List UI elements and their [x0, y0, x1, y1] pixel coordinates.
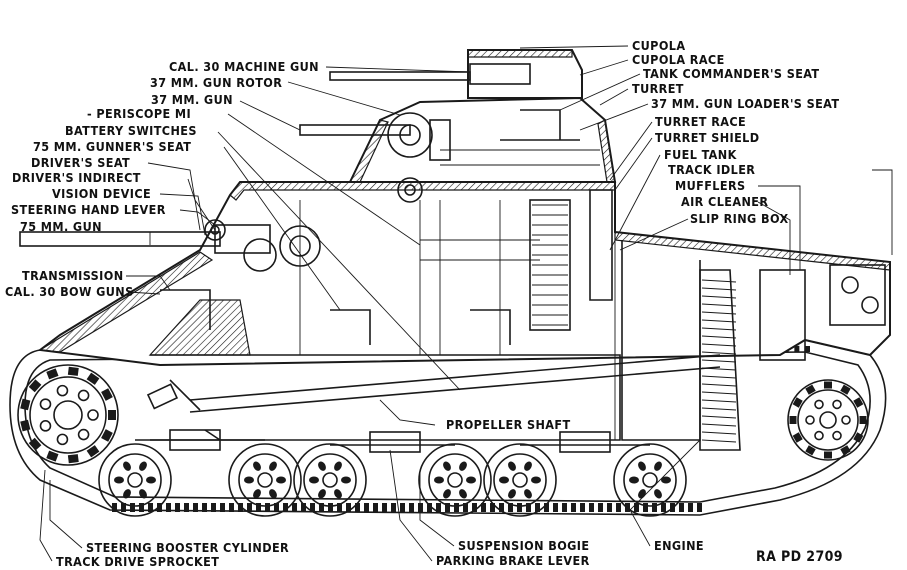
label-periscope: - PERISCOPE MI	[87, 106, 191, 121]
label-transmission: TRANSMISSION	[22, 268, 124, 283]
label-air-cleaner: AIR CLEANER	[681, 194, 768, 209]
label-steering-hand-lever: STEERING HAND LEVER	[11, 202, 166, 217]
label-cal30-bow-guns: CAL. 30 BOW GUNS	[5, 284, 134, 299]
label-suspension-bogie: SUSPENSION BOGIE	[458, 538, 589, 553]
label-track-idler: TRACK IDLER	[668, 162, 755, 177]
label-37mm-gun-rotor: 37 MM. GUN ROTOR	[150, 75, 282, 90]
label-turret-shield: TURRET SHIELD	[655, 130, 759, 145]
label-cal30-machine-gun: CAL. 30 MACHINE GUN	[169, 59, 319, 74]
label-drivers-indirect: DRIVER'S INDIRECT	[12, 170, 141, 185]
label-engine: ENGINE	[654, 538, 704, 553]
track-drive-sprocket	[17, 364, 119, 466]
label-37mm-gun-loaders-seat: 37 MM. GUN LOADER'S SEAT	[651, 96, 839, 111]
label-drivers-seat: DRIVER'S SEAT	[31, 155, 130, 170]
road-wheels	[98, 443, 687, 517]
label-75mm-gunners-seat: 75 MM. GUNNER'S SEAT	[33, 139, 191, 154]
label-fuel-tank: FUEL TANK	[664, 147, 738, 162]
road-wheel	[418, 443, 492, 517]
label-75mm-gun: 75 MM. GUN	[20, 219, 102, 234]
label-cupola-race: CUPOLA RACE	[632, 52, 725, 67]
turret	[299, 49, 617, 203]
road-wheel	[228, 443, 302, 517]
label-track-drive-sprocket: TRACK DRIVE SPROCKET	[56, 554, 219, 569]
label-propeller-shaft: PROPELLER SHAFT	[446, 417, 571, 432]
hull	[19, 181, 891, 451]
label-mufflers: MUFFLERS	[675, 178, 746, 193]
road-wheel	[293, 443, 367, 517]
road-wheel	[613, 443, 687, 517]
bow-detail	[146, 219, 226, 441]
label-slip-ring-box: SLIP RING BOX	[690, 211, 789, 226]
road-wheel	[98, 443, 172, 517]
leader-lines	[39, 45, 893, 562]
label-steering-booster-cylinder: STEERING BOOSTER CYLINDER	[86, 540, 289, 555]
label-37mm-gun: 37 MM. GUN	[151, 92, 233, 107]
label-tank-commanders-seat: TANK COMMANDER'S SEAT	[643, 66, 820, 81]
label-turret: TURRET	[632, 81, 684, 96]
track-idler	[787, 379, 869, 461]
labels: CAL. 30 MACHINE GUN 37 MM. GUN ROTOR 37 …	[5, 38, 843, 569]
label-battery-switches: BATTERY SWITCHES	[65, 123, 197, 138]
label-cupola: CUPOLA	[632, 38, 685, 53]
suspension-bogies	[135, 429, 650, 453]
label-vision-device: VISION DEVICE	[52, 186, 151, 201]
label-turret-race: TURRET RACE	[655, 114, 746, 129]
plate-reference: RA PD 2709	[756, 549, 843, 565]
label-parking-brake-lever: PARKING BRAKE LEVER	[436, 553, 590, 568]
road-wheel	[483, 443, 557, 517]
